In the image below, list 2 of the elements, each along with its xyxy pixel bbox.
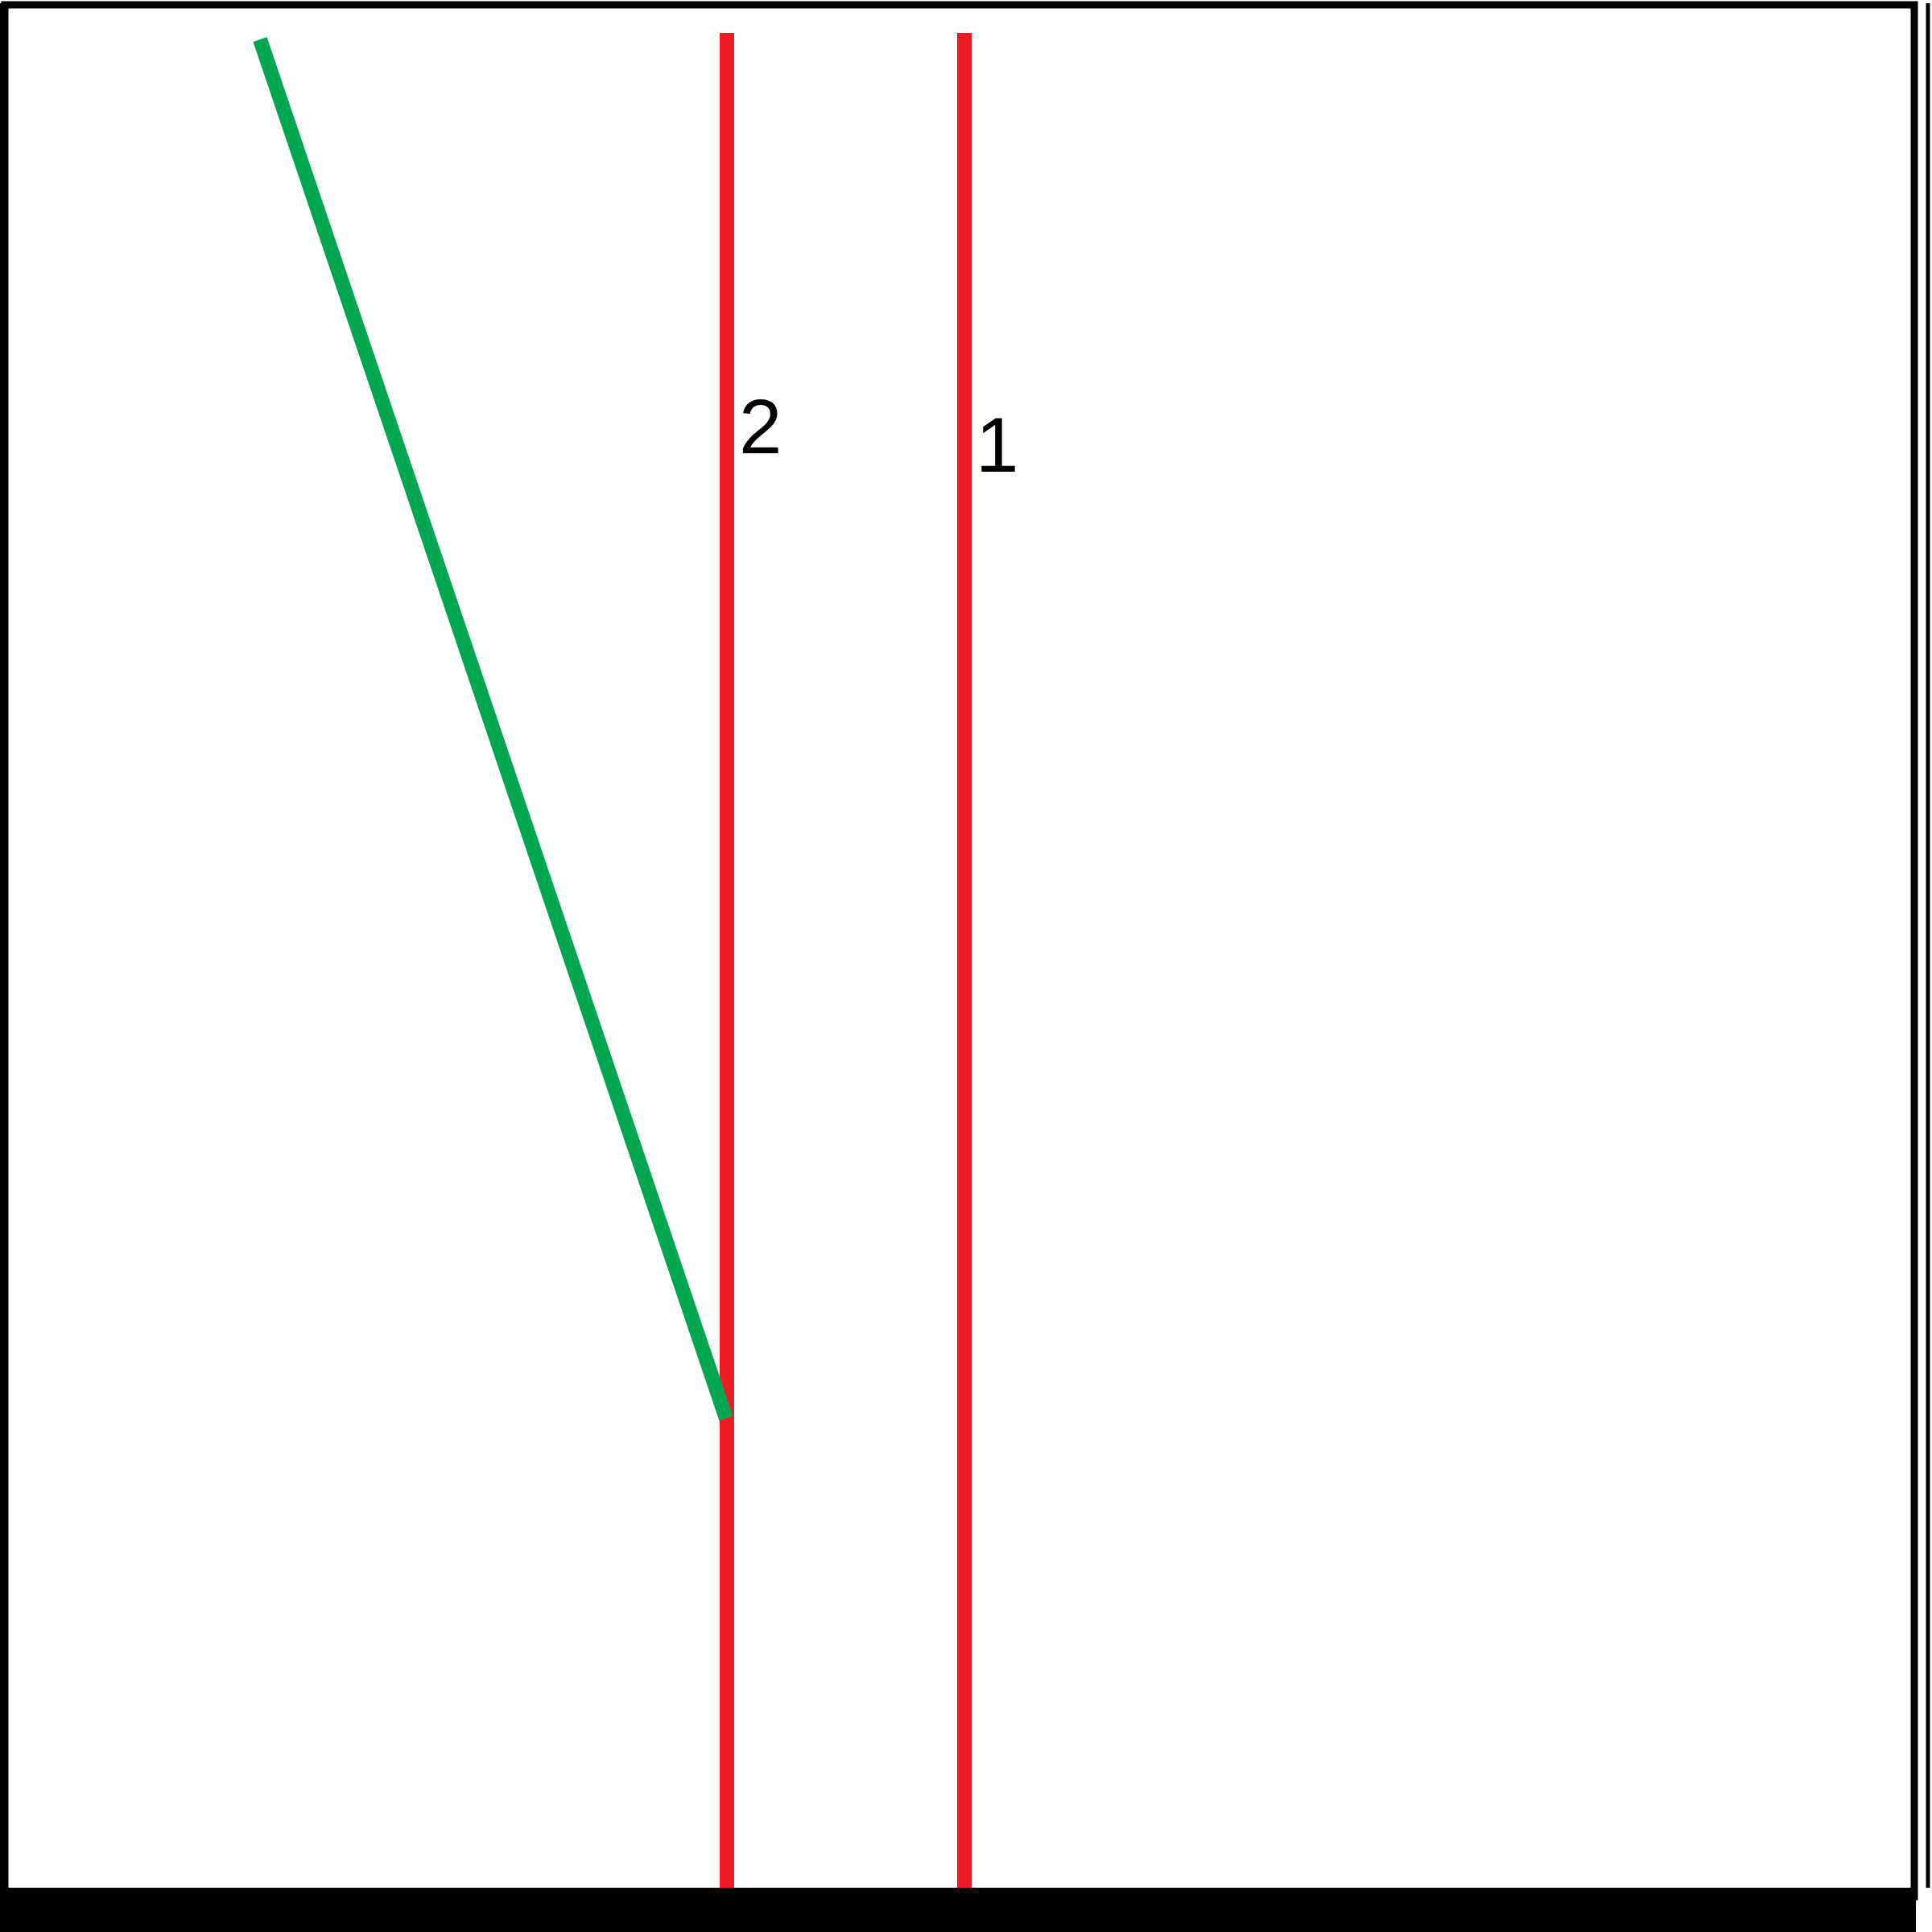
callout-number: 2 — [739, 388, 782, 465]
callout-number: 1 — [976, 407, 1019, 484]
